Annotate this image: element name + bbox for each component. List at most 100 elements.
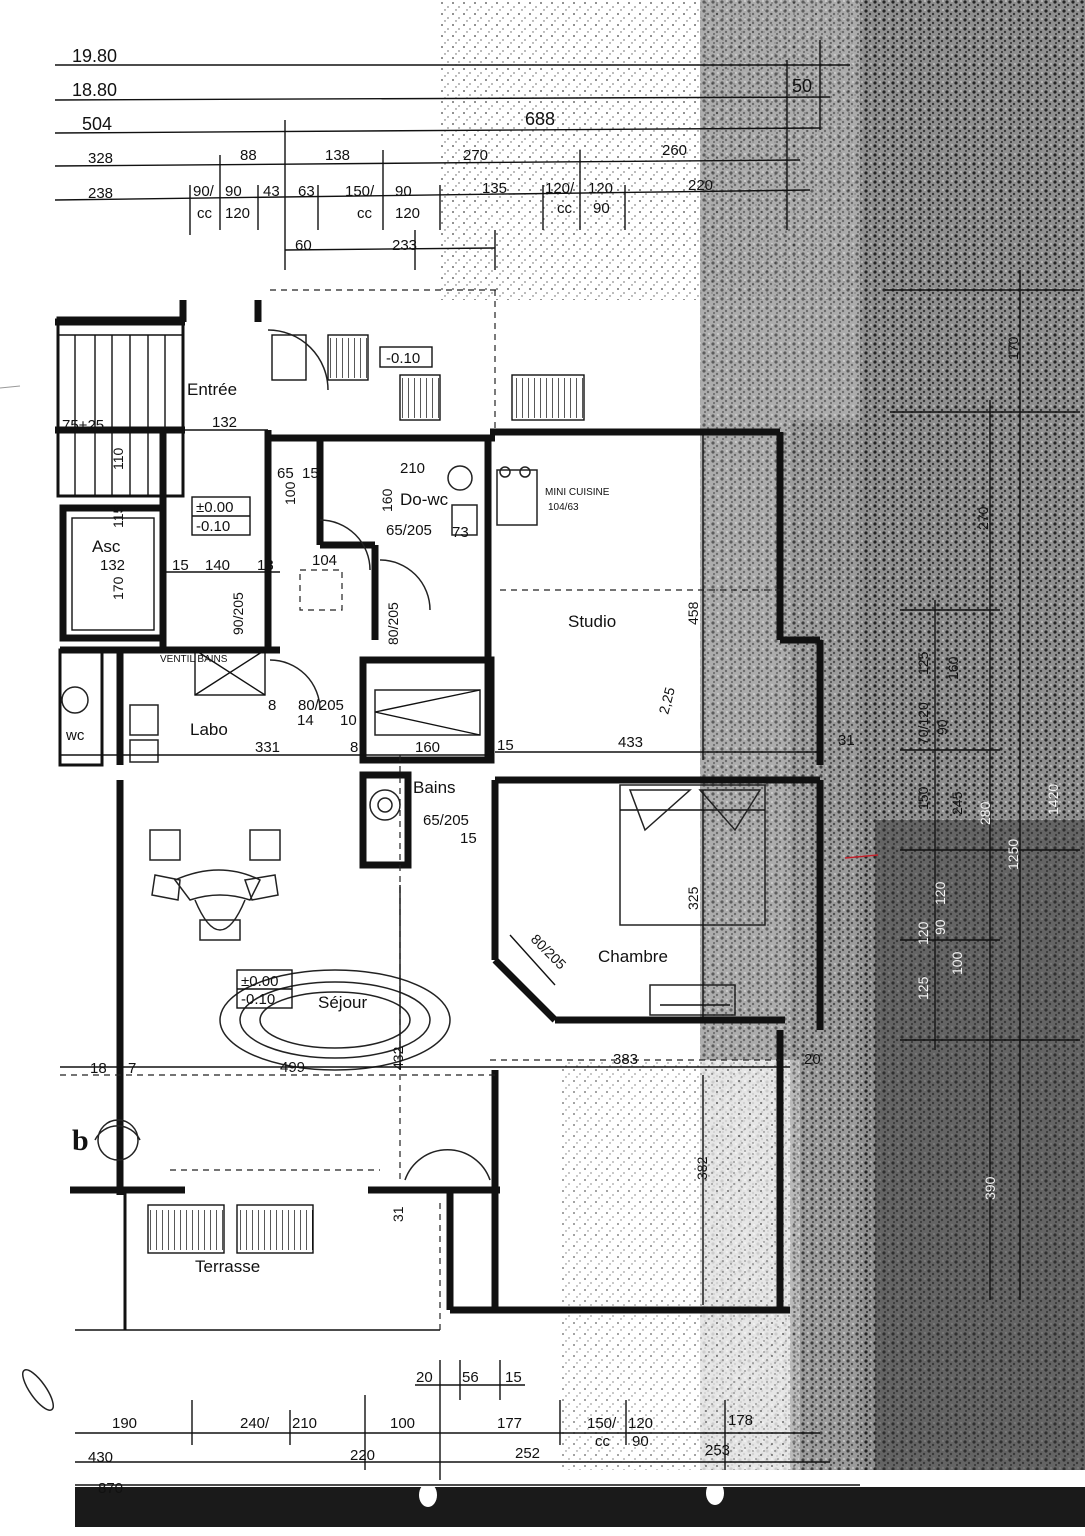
dim-left-115: 115 [110,505,126,528]
dim-left-110: 110 [110,447,126,470]
dim-b-177: 177 [497,1415,522,1432]
dim-left-170: 170 [110,576,126,600]
dim-entree-132: 132 [212,414,237,431]
dim-328: 328 [88,150,113,167]
dim-bains-160: 160 [415,739,440,756]
dim-labo-8: 8 [350,739,358,756]
bottom-dimension-labels: 20 56 15 190 240/ 210 100 177 150/ 120 1… [88,1369,753,1497]
bath-fixtures [61,465,538,821]
top-dimension-labels: 19.80 18.80 504 688 50 328 88 138 270 26… [72,46,812,254]
dim-90-v2: 90 [932,919,948,935]
dim-labo-10: 10 [340,712,357,729]
dim-120-b: 120 [225,205,250,222]
dim-60: 60 [295,237,312,254]
dim-90-c: 90 [593,200,610,217]
bath-b-label: b [72,1124,89,1157]
dim-280: 280 [977,801,993,825]
dim-b-870: 870 [98,1480,123,1497]
room-terrasse-label: Terrasse [195,1257,260,1276]
dim-b-120: 120 [628,1415,653,1432]
dim-125: 125 [915,651,931,675]
dim-b-240-slash: 240/ [240,1415,270,1432]
dim-door-80-205-b: 80/205 [298,697,344,714]
dim-b-220: 220 [350,1447,375,1464]
dim-asc-132: 132 [100,557,125,574]
dim-b-cc: cc [595,1433,611,1450]
dim-studio-225: 2,25 [655,685,678,716]
dim-19-80: 19.80 [72,46,117,66]
dim-50: 50 [792,76,812,96]
bottom-dimension-lines [75,1360,860,1486]
dim-labo-8b: 8 [268,697,276,714]
dim-70-120: 70/120 [915,702,931,745]
dim-right-31: 31 [838,732,855,749]
dim-dowc-73: 73 [452,524,469,541]
room-bains-label: Bains [413,778,456,797]
dim-220: 220 [688,177,713,194]
dim-260: 260 [662,142,687,159]
dim-245: 245 [949,791,965,815]
dim-labo-331: 331 [255,739,280,756]
dim-120-v2: 120 [932,881,948,905]
mini-cuisine-dim: 104/63 [548,502,579,513]
level-marks: ±0.00 -0.10 ±0.00 -0.10 -0.10 [191,346,433,1009]
dim-233: 233 [392,237,417,254]
dim-b-20: 20 [416,1369,433,1386]
dim-door-chambre: 80/205 [528,931,570,973]
level-entree-bottom: -0.10 [196,518,230,535]
dim-120-v: 120 [915,921,931,945]
dim-88: 88 [240,147,257,164]
dim-dowc-210: 210 [400,460,425,477]
dim-studio-433: 433 [618,734,643,751]
dim-120-slash: 120/ [545,180,575,197]
dim-chambre-325: 325 [685,886,701,910]
dim-dowc-15: 15 [302,465,319,482]
dim-120: 120 [588,180,613,197]
dim-b-253: 253 [705,1442,730,1459]
dim-b-56: 56 [462,1369,479,1386]
dim-stair-note: 75+25 [62,417,104,434]
dim-entree-15: 15 [172,557,189,574]
dim-b-190: 190 [112,1415,137,1432]
dim-170: 170 [1005,336,1021,360]
dim-door-104: 104 [312,552,337,569]
dim-270: 270 [463,147,488,164]
dim-90-b: 90 [395,183,412,200]
dim-90-slash: 90/ [193,183,215,200]
dim-labo-14: 14 [297,712,314,729]
room-studio-label: Studio [568,612,616,631]
dim-entree-140: 140 [205,557,230,574]
level-entree-top: ±0.00 [196,499,233,516]
dim-160: 160 [945,656,961,680]
dim-688: 688 [525,109,555,129]
right-dimension-lines [885,270,1080,1300]
chambre-bed [619,784,766,1016]
dim-138: 138 [325,147,350,164]
scan-artifacts [0,385,879,1411]
dim-cc-1: cc [197,205,213,222]
room-asc-label: Asc [92,537,121,556]
dim-corner-31: 31 [390,1206,406,1222]
right-dimension-labels: 170 270 1250 1420 390 125 160 70/120 90 … [915,336,1061,1200]
dim-chambre-383: 383 [613,1051,638,1068]
level-landing: -0.10 [386,350,420,367]
dim-bains-15b: 15 [460,830,477,847]
dim-150-v: 150 [915,786,931,810]
dim-b-90: 90 [632,1433,649,1450]
mini-cuisine-label: MINI CUISINE [545,487,610,498]
dim-door-90-205: 90/205 [230,592,246,635]
room-chambre-label: Chambre [598,947,668,966]
room-entree-label: Entrée [187,380,237,399]
dim-1250: 1250 [1005,839,1021,870]
dim-studio-458: 458 [685,601,701,625]
dim-b-210: 210 [292,1415,317,1432]
dim-b-252: 252 [515,1445,540,1462]
dim-dowc-160: 160 [379,488,395,512]
dim-sejour-432: 432 [390,1046,406,1070]
dim-504: 504 [82,114,112,134]
dim-238: 238 [88,185,113,202]
scan-noise [440,0,1085,1470]
dim-b-15: 15 [505,1369,522,1386]
dim-left-7: 7 [128,1060,136,1077]
